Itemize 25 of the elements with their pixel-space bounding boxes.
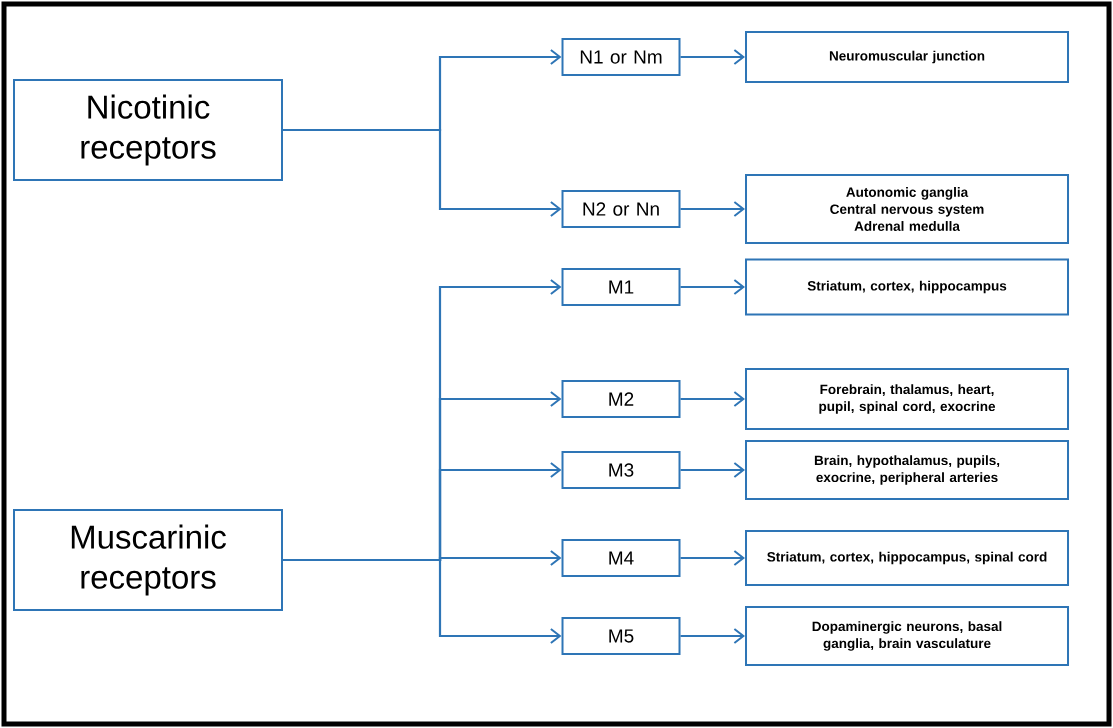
subtype-box: M4 bbox=[561, 539, 681, 577]
receptor-box: Nicotinic receptors bbox=[13, 79, 283, 181]
location-box: Striatum, cortex, hippocampus bbox=[745, 258, 1069, 316]
subtype-box: M2 bbox=[561, 380, 681, 418]
arrow bbox=[680, 279, 745, 295]
arrow bbox=[680, 628, 745, 644]
arrow bbox=[680, 49, 745, 65]
arrow bbox=[680, 462, 745, 478]
arrow bbox=[283, 128, 562, 217]
location-box: Autonomic ganglia Central nervous system Adrenal medulla bbox=[745, 174, 1069, 244]
receptor-box: Muscarinic receptors bbox=[13, 509, 283, 611]
arrow bbox=[680, 391, 745, 407]
subtype-box: M1 bbox=[561, 268, 681, 306]
location-box: Brain, hypothalamus, pupils, exocrine, peripheral arteries bbox=[745, 440, 1069, 500]
subtype-box: M3 bbox=[561, 451, 681, 489]
arrow bbox=[680, 550, 745, 566]
arrow bbox=[680, 201, 745, 217]
subtype-box: N1 or Nm bbox=[561, 38, 681, 76]
location-box: Neuromuscular junction bbox=[745, 31, 1069, 83]
location-box: Dopaminergic neurons, basal ganglia, brain vasculature bbox=[745, 606, 1069, 666]
subtype-box: M5 bbox=[561, 617, 681, 655]
subtype-box: N2 or Nn bbox=[561, 190, 681, 228]
arrow bbox=[283, 558, 562, 644]
location-box: Striatum, cortex, hippocampus, spinal cord bbox=[745, 530, 1069, 586]
location-box: Forebrain, thalamus, heart, pupil, spinal cord, exocrine bbox=[745, 368, 1069, 430]
